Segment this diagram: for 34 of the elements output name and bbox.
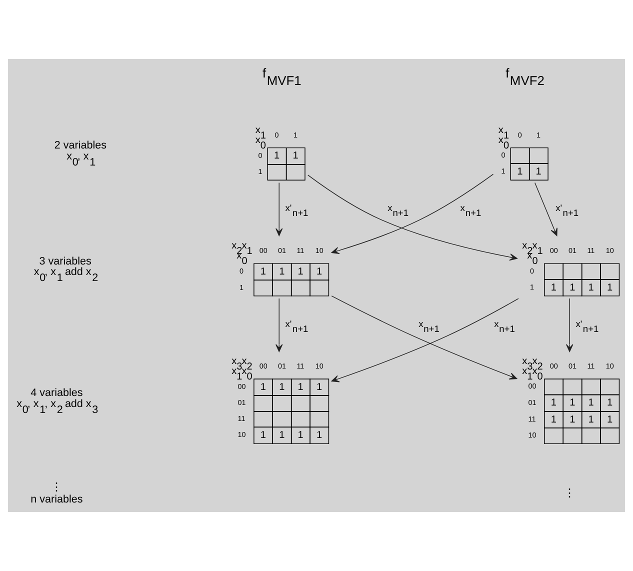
- node-label: 0 1: [518, 130, 541, 140]
- label: ⋮: [51, 481, 62, 494]
- arrow: [276, 182, 283, 236]
- node-label: 01: [238, 398, 246, 408]
- node-label: 11: [238, 414, 246, 424]
- arrow: [534, 182, 558, 236]
- node-label: 1: [258, 167, 262, 176]
- node-label: 10: [238, 430, 246, 440]
- node-label: 00 01 11 10: [550, 246, 614, 256]
- node-label: 00: [528, 382, 536, 391]
- node-label: 0: [240, 266, 244, 276]
- node-label: 0: [530, 266, 534, 276]
- node-label: 0: [258, 150, 262, 160]
- node-label: 1: [530, 282, 534, 292]
- arrow: [566, 298, 574, 352]
- node-label: 00: [238, 382, 246, 392]
- node-label: 00 01 11 10: [259, 246, 324, 256]
- node-label: 11: [528, 414, 536, 424]
- node-label: 10: [528, 430, 536, 440]
- node-label: 00 01 11 10: [550, 362, 614, 371]
- label: 3 variables: [39, 255, 92, 268]
- node-label: 00 01 11 10: [259, 362, 324, 371]
- arrow: [331, 174, 494, 254]
- node-label: 0 1: [274, 130, 298, 140]
- arrow: [276, 298, 283, 352]
- label: 4 variables: [30, 387, 83, 400]
- node-label: 0: [501, 150, 506, 160]
- label: 2 variables: [54, 140, 106, 152]
- node-label: 01: [528, 398, 536, 407]
- arrow: [308, 174, 518, 261]
- node-label: 1: [501, 166, 506, 176]
- label: n variables: [30, 494, 83, 506]
- node-label: 1: [240, 282, 244, 292]
- label: ⋮: [564, 488, 575, 500]
